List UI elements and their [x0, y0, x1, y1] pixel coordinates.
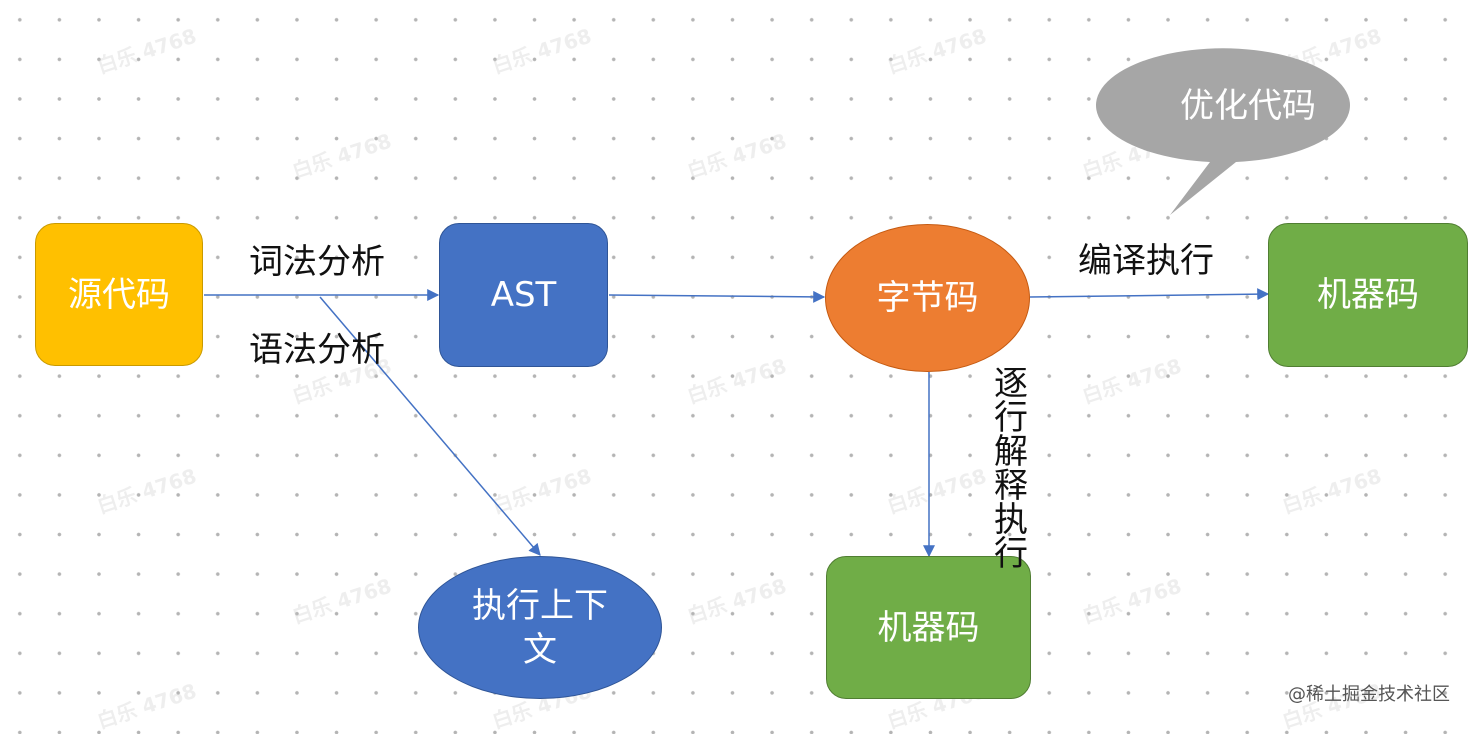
- arrow-ast-to-bytecode: [608, 290, 826, 303]
- node-bytecode: 字节码: [825, 224, 1030, 372]
- node-source-code-label: 源代码: [68, 274, 170, 315]
- node-bytecode-label: 字节码: [876, 278, 979, 318]
- credit-text: @稀土掘金技术社区: [1288, 684, 1450, 705]
- node-execution-context-label: 执行上下文: [472, 585, 608, 670]
- node-machine-code-compiled-label: 机器码: [1317, 275, 1419, 315]
- node-ast: AST: [439, 223, 608, 367]
- node-machine-code-interpreted-label: 机器码: [877, 607, 980, 648]
- node-machine-code-compiled: 机器码: [1268, 223, 1468, 367]
- arrow-bytecode-to-machine-compiled: [1029, 288, 1270, 301]
- node-execution-context: 执行上下文: [418, 556, 662, 699]
- node-ast-label: AST: [490, 275, 557, 315]
- arrow-source-to-context: [319, 296, 541, 556]
- label-syntax-analysis: 语法分析: [249, 330, 385, 370]
- label-lexical-analysis: 词法分析: [249, 242, 385, 282]
- node-machine-code-interpreted: 机器码: [826, 556, 1031, 699]
- label-compile-execute: 编译执行: [1078, 241, 1214, 281]
- label-interpret-line-by-line: 逐行解释执行: [994, 364, 1028, 574]
- callout-optimize-code-label: 优化代码: [1180, 86, 1316, 126]
- callout-optimize-code: 优化代码: [1123, 50, 1373, 162]
- callout-shape: [1096, 48, 1350, 216]
- node-source-code: 源代码: [35, 223, 203, 366]
